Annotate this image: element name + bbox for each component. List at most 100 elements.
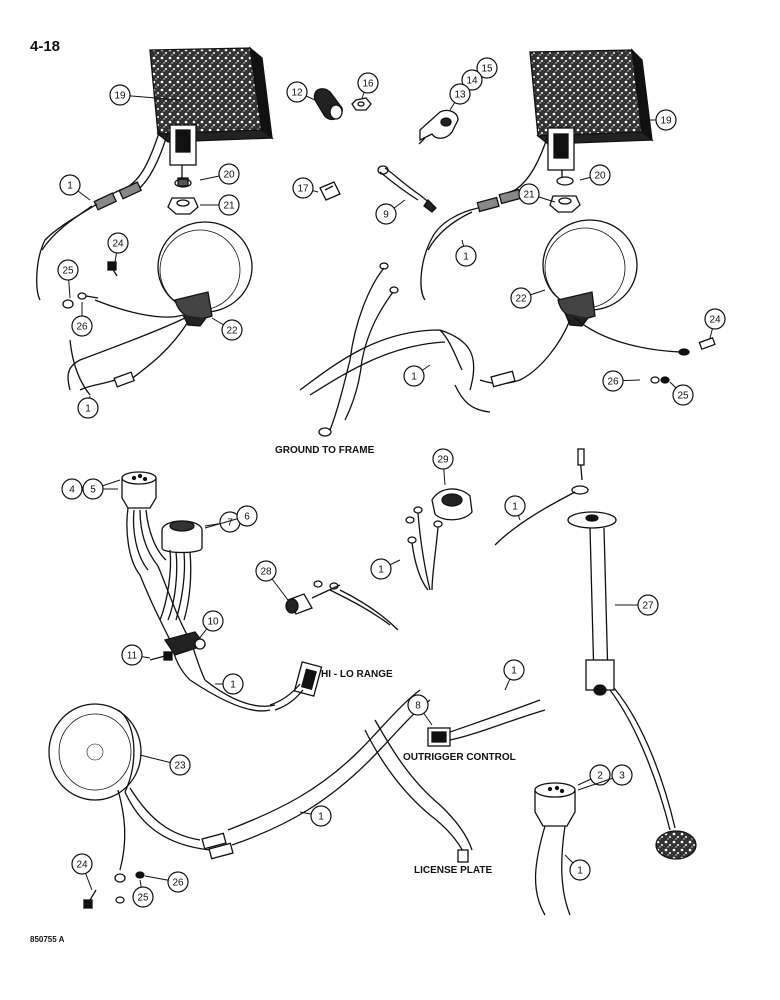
svg-text:1: 1 [512,502,518,513]
harness-bottom [201,689,473,863]
svg-text:17: 17 [297,184,309,195]
callout-1: 1 [455,239,477,267]
svg-text:19: 19 [114,91,126,102]
callout-25: 25 [57,259,79,299]
svg-text:20: 20 [594,171,606,182]
svg-text:21: 21 [223,201,235,212]
callout-9: 9 [375,199,406,225]
fuel-sender-27 [494,448,697,860]
svg-text:24: 24 [709,315,721,326]
svg-text:1: 1 [85,404,91,415]
svg-text:12: 12 [291,88,303,99]
bolt-washer-24-25-26-left [62,261,118,309]
callout-1: 1 [503,659,525,691]
ground-harness [299,262,475,437]
svg-text:2: 2 [597,771,603,782]
svg-text:8: 8 [415,701,421,712]
headlight-23 [48,703,211,909]
label-hi-lo-range: HI - LO RANGE [321,669,393,680]
callout-21: 21 [200,194,240,216]
callout-2: 2 [577,764,611,786]
switch-29 [405,488,473,591]
svg-text:22: 22 [226,326,238,337]
callout-22: 22 [510,287,546,309]
callout-25: 25 [669,381,694,406]
svg-text:1: 1 [378,565,384,576]
hi-lo-connector [189,661,323,712]
callout-26: 26 [71,302,93,337]
callout-13: 13 [449,83,471,111]
callout-3: 3 [577,764,633,791]
svg-text:26: 26 [607,377,619,388]
tag-17 [319,181,341,201]
callout-24: 24 [107,232,129,263]
washer-nut-20-21-right [549,176,581,213]
clamp-10 [163,631,207,656]
nut-16 [351,97,372,111]
outrigger-connector-8 [427,699,546,747]
callout-17: 17 [292,177,319,199]
callout-19: 19 [109,84,181,106]
svg-text:5: 5 [90,485,96,496]
callout-29: 29 [432,448,454,486]
callout-10: 10 [197,610,224,641]
callout-22: 22 [211,317,243,341]
clamp-12 [313,88,343,121]
svg-text:23: 23 [174,761,186,772]
headlight-22-left [67,221,253,396]
callout-25: 25 [132,879,154,908]
svg-text:24: 24 [112,239,124,250]
page-number: 4-18 [30,38,61,55]
svg-text:13: 13 [454,90,466,101]
callout-6: 6 [204,505,258,529]
callout-28: 28 [255,560,289,601]
label-outrigger-control: OUTRIGGER CONTROL [403,752,516,763]
callout-15: 15 [469,57,498,83]
svg-text:26: 26 [76,322,88,333]
work-light-left [149,46,274,187]
svg-text:1: 1 [511,666,517,677]
harness-main-left [139,565,206,681]
callout-24: 24 [71,853,93,891]
svg-text:26: 26 [172,878,184,889]
callout-26: 26 [602,370,641,392]
callout-1: 1 [564,854,591,881]
callout-27: 27 [615,594,659,616]
callout-16: 16 [357,72,379,99]
callout-5: 5 [82,478,121,500]
label-ground-to-frame: GROUND TO FRAME [275,445,375,456]
svg-text:15: 15 [481,64,493,75]
svg-text:22: 22 [515,294,527,305]
svg-text:24: 24 [76,860,88,871]
callout-21: 21 [518,183,556,205]
callout-1: 1 [59,174,91,201]
callout-23: 23 [139,754,191,776]
svg-text:25: 25 [677,391,689,402]
svg-text:25: 25 [137,893,149,904]
callout-26: 26 [144,871,189,893]
svg-text:29: 29 [437,455,449,466]
callout-1: 1 [504,495,526,521]
label-license-plate: LICENSE PLATE [414,865,492,876]
callout-1: 1 [215,673,244,695]
svg-text:4: 4 [69,485,75,496]
sender-28 [285,580,399,631]
callout-8: 8 [407,694,433,726]
svg-text:1: 1 [67,181,73,192]
bolt-washer-24-25-26-right [650,336,716,384]
svg-text:11: 11 [127,651,138,662]
headlight-22-right [454,219,681,413]
svg-text:14: 14 [466,76,478,87]
washer-nut-20-21-left [167,178,199,215]
callout-1: 1 [370,558,401,580]
light-wire-19-left [36,129,169,301]
light-wire-19-right [420,134,549,301]
callout-7: 7 [204,511,241,533]
svg-text:3: 3 [619,771,625,782]
connector-7-6 [159,520,203,621]
bolt-11 [149,651,173,661]
connector-2-3 [534,782,576,916]
svg-text:9: 9 [383,210,389,221]
